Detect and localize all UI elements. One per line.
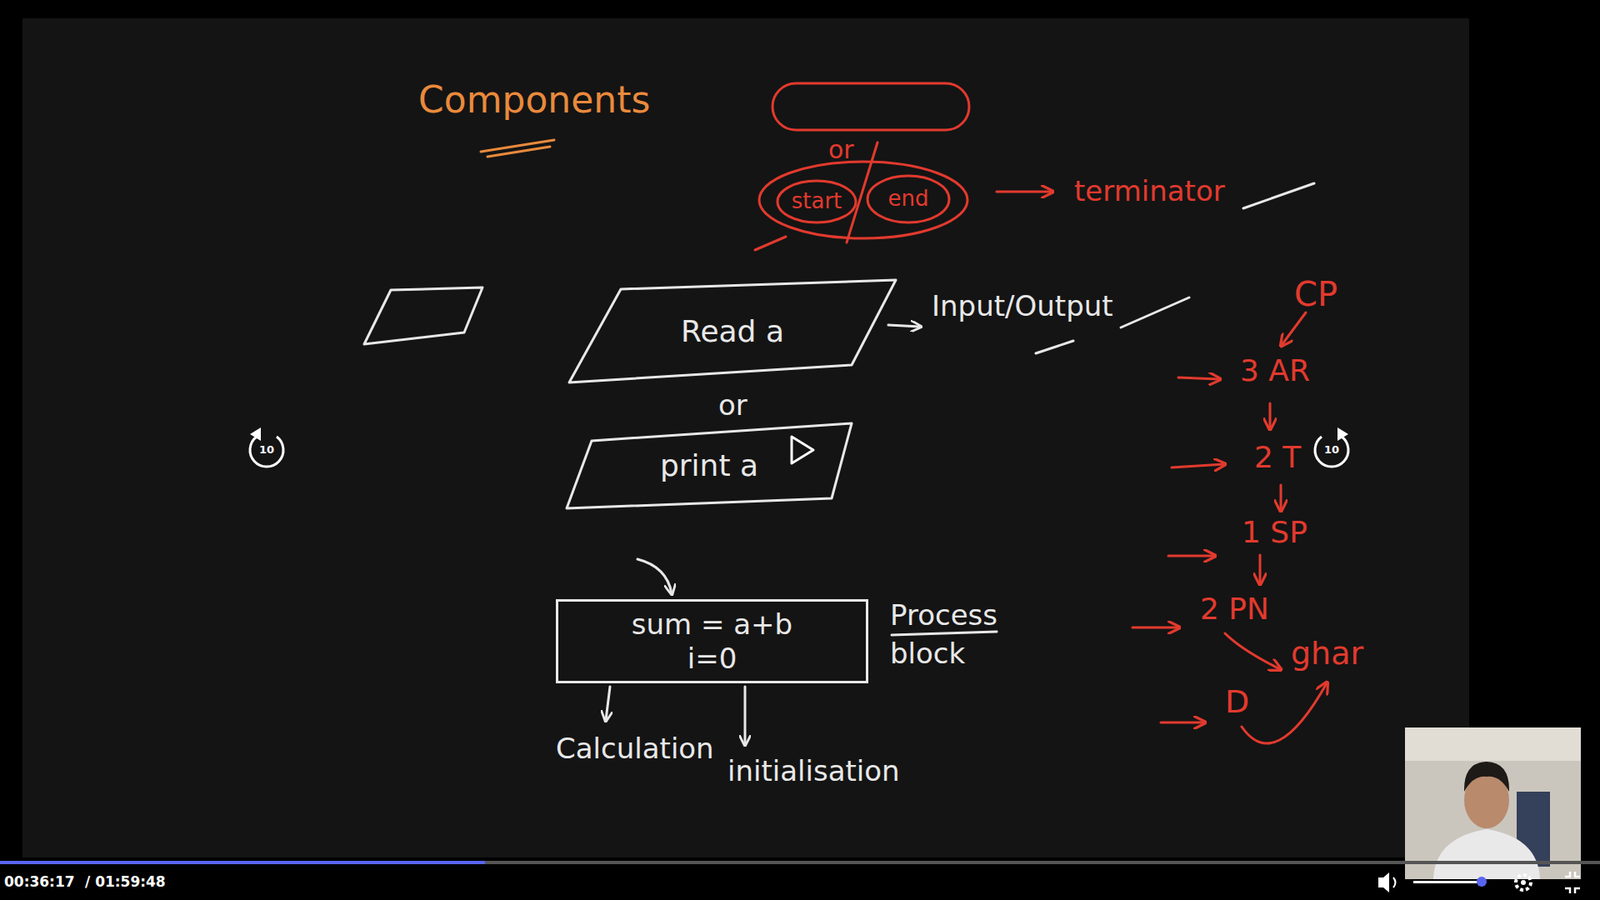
pointer-arrow — [637, 559, 672, 594]
webcam-shirt — [1433, 829, 1540, 880]
io-label: Input/Output — [931, 289, 1114, 324]
pointer-arrow — [1225, 633, 1280, 670]
node-text: Read a — [680, 313, 785, 350]
node-text: end — [888, 185, 930, 212]
underline-stroke — [1120, 297, 1190, 328]
pointer-arrow — [1269, 403, 1272, 429]
side-note: 2 T — [1254, 439, 1301, 475]
node-text: i=0 — [687, 641, 738, 676]
volume-knob — [1476, 876, 1487, 887]
initialisation-label: initialisation — [727, 754, 900, 789]
current-time: 00:36:17 — [4, 873, 75, 890]
node-text: sum = a+b — [631, 607, 793, 642]
io-shape — [364, 287, 483, 345]
underline-stroke — [487, 146, 550, 157]
terminator-sketch — [755, 83, 1052, 250]
skip-seconds: 10 — [254, 443, 280, 457]
total-time: / 01:59:48 — [85, 873, 166, 890]
io-sketch — [364, 183, 1315, 354]
node-text: print a — [660, 447, 759, 484]
output-parallelogram: print a — [566, 423, 852, 509]
side-note: D — [1225, 683, 1250, 722]
rewind-icon — [250, 427, 284, 467]
side-note: CP — [1294, 274, 1338, 315]
calculation-label: Calculation — [555, 731, 715, 766]
terminator-outline — [759, 161, 968, 239]
icon-arc — [250, 436, 284, 467]
progress-fill — [0, 860, 485, 865]
side-note: 2 PN — [1200, 590, 1270, 627]
pointer-arrow — [1281, 312, 1306, 345]
side-note: 1 SP — [1241, 514, 1308, 550]
progress-track — [0, 860, 1600, 865]
terminator-ellipse: start — [775, 179, 858, 225]
side-notes-arrows — [1132, 312, 1327, 744]
skip-seconds: 10 — [1319, 443, 1345, 457]
pointer-arrow — [744, 686, 747, 745]
play-icon — [791, 436, 814, 464]
icon-head — [250, 427, 261, 441]
pointer-arrow — [1171, 464, 1225, 468]
pointer-arrow — [1160, 721, 1205, 725]
pointer-arrow — [1259, 555, 1262, 584]
ellipse-outline — [867, 175, 950, 223]
icon-arc — [1315, 436, 1349, 467]
webcam-hair — [1464, 761, 1510, 792]
volume-icon — [1378, 872, 1390, 893]
underline-stroke — [480, 140, 555, 152]
player-controls — [0, 860, 1600, 894]
or-note: or — [828, 135, 855, 165]
tick-mark — [755, 236, 786, 250]
tick-mark — [1243, 183, 1315, 209]
parallelogram-outline — [566, 423, 852, 509]
input-parallelogram: Read a — [569, 280, 896, 383]
parallelogram-outline — [569, 280, 896, 383]
pointer-arrow — [1168, 555, 1215, 558]
volume-slider — [1413, 880, 1485, 884]
side-note: 3 AR — [1240, 352, 1310, 389]
pointer-arrow — [1132, 626, 1179, 630]
terminator-ellipse: end — [865, 174, 951, 225]
forward-icon — [1315, 427, 1349, 467]
process-box: sum = a+bi=0 — [555, 599, 869, 684]
process-label: Process block — [890, 596, 1015, 674]
pointer-arrow — [888, 325, 920, 327]
board-background — [22, 18, 1470, 858]
ellipse-outline — [777, 180, 856, 223]
title-text: Components — [418, 78, 650, 123]
webcam-background — [1405, 727, 1581, 880]
or-note: or — [718, 388, 748, 423]
pointer-arrow — [996, 190, 1052, 194]
underline-stroke — [891, 631, 997, 635]
side-note: ghar — [1290, 635, 1364, 674]
terminator-label: terminator — [1074, 174, 1225, 209]
title-underline — [480, 140, 555, 157]
webcam-wall — [1405, 727, 1581, 761]
player-overlay — [250, 427, 1349, 467]
settings-icon — [1515, 875, 1531, 890]
pointer-arrow — [605, 686, 610, 720]
icon-head — [1337, 427, 1349, 441]
tick-mark — [1035, 340, 1074, 354]
fullscreen-icon — [1565, 871, 1580, 894]
terminator-shape — [772, 83, 970, 130]
loop-arrow — [1241, 683, 1327, 744]
settings-icon-core — [1520, 880, 1526, 885]
pointer-arrow — [1178, 377, 1220, 380]
volume-wave — [1393, 877, 1396, 888]
pointer-arrow — [1280, 485, 1283, 510]
node-text: start — [791, 188, 843, 215]
webcam-view — [1405, 727, 1581, 880]
